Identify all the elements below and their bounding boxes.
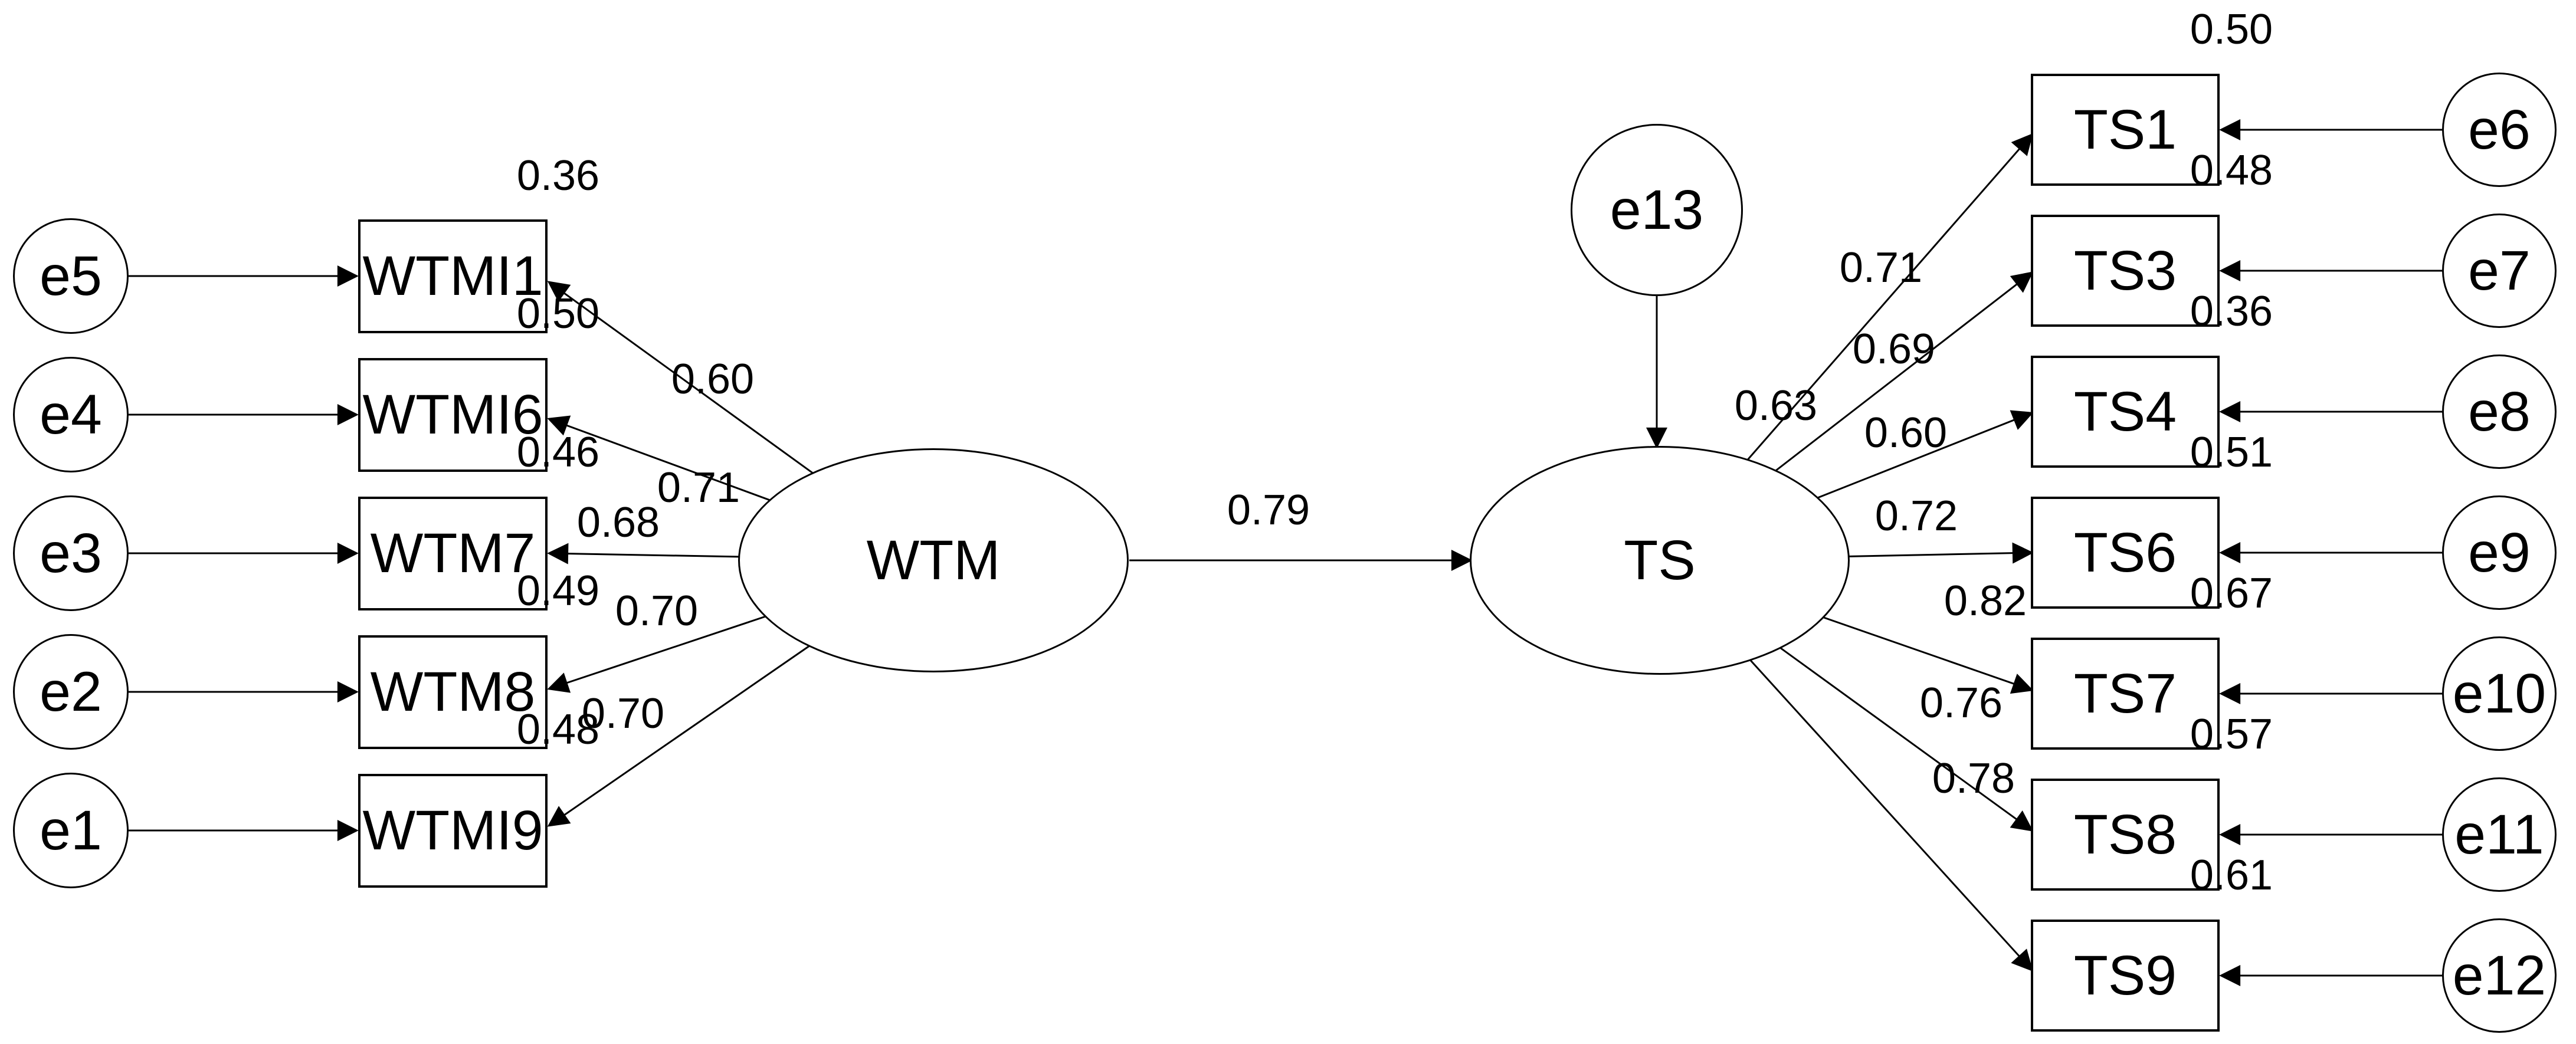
indicator-ts3-label: TS3 [2073, 239, 2177, 302]
indicator-wtm8-label: WTM8 [370, 661, 536, 723]
error-e3-label: e3 [40, 521, 102, 585]
structural-coefficient-label: 0.79 [1227, 487, 1310, 534]
error-e7-circle: e7 [2442, 214, 2557, 328]
error-e9-label: e9 [2468, 521, 2531, 584]
loading-label-wtm7: 0.68 [576, 499, 660, 546]
indicator-ts9-box: TS9 [2031, 920, 2220, 1032]
error-e10-circle: e10 [2442, 636, 2557, 751]
error-e8-circle: e8 [2442, 354, 2557, 469]
loading-label-ts7: 0.82 [1944, 577, 2027, 625]
indicator-ts4-label: TS4 [2073, 380, 2177, 443]
r2-label-ts9: 0.61 [2190, 852, 2273, 899]
error-e2-label: e2 [40, 660, 102, 723]
error-e2-circle: e2 [13, 634, 129, 750]
disturbance-e13-label: e13 [1610, 178, 1704, 241]
r2-label-wtmi6: 0.50 [516, 290, 600, 337]
r2-label-wtmi1: 0.36 [516, 152, 600, 199]
indicator-ts3-box: TS3 [2031, 215, 2220, 327]
error-e3-circle: e3 [13, 495, 129, 611]
indicator-ts6-label: TS6 [2073, 521, 2177, 584]
latent-ts-label: TS [1624, 528, 1696, 592]
error-e5-circle: e5 [13, 218, 129, 334]
error-e4-circle: e4 [13, 357, 129, 472]
indicator-wtm8-box: WTM8 [358, 635, 548, 749]
loading-label-ts1: 0.71 [1839, 244, 1923, 291]
indicator-ts4-box: TS4 [2031, 356, 2220, 468]
indicator-wtmi9-box: WTMI9 [358, 774, 548, 888]
loading-label-ts6: 0.72 [1874, 493, 1958, 540]
error-e12-label: e12 [2452, 944, 2546, 1007]
indicator-ts8-box: TS8 [2031, 779, 2220, 891]
indicator-ts9-label: TS9 [2073, 944, 2177, 1007]
latent-wtm-ellipse: WTM [738, 448, 1129, 672]
error-e11-label: e11 [2454, 803, 2544, 866]
error-e10-label: e10 [2452, 662, 2546, 725]
error-e8-label: e8 [2468, 380, 2531, 443]
error-e12-circle: e12 [2442, 918, 2557, 1033]
loading-label-wtmi1: 0.60 [671, 356, 755, 403]
r2-label-ts8: 0.57 [2190, 711, 2273, 758]
indicator-wtmi6-box: WTMI6 [358, 358, 548, 472]
indicator-ts8-label: TS8 [2073, 803, 2177, 866]
indicator-ts1-label: TS1 [2073, 98, 2177, 161]
r2-label-ts7: 0.67 [2190, 570, 2273, 617]
r2-label-wtm7: 0.46 [516, 429, 600, 476]
r2-label-wtmi9: 0.48 [516, 706, 600, 753]
r2-label-ts1: 0.50 [2190, 6, 2273, 53]
indicator-ts1-box: TS1 [2031, 74, 2220, 186]
indicator-wtm7-label: WTM7 [370, 522, 536, 585]
latent-wtm-label: WTM [866, 528, 1001, 592]
loading-label-ts9: 0.78 [1932, 755, 2015, 802]
loading-label-wtmi6: 0.71 [657, 464, 740, 511]
r2-label-ts4: 0.36 [2190, 288, 2273, 335]
indicator-ts6-box: TS6 [2031, 497, 2220, 609]
indicator-ts7-label: TS7 [2073, 662, 2177, 725]
loading-label-ts3: 0.69 [1852, 326, 1936, 373]
r2-label-wtm8: 0.49 [516, 567, 600, 615]
error-e4-label: e4 [40, 383, 102, 446]
loading-label-ts4: 0.60 [1864, 409, 1948, 457]
error-e6-circle: e6 [2442, 73, 2557, 187]
error-e9-circle: e9 [2442, 495, 2557, 610]
error-e6-label: e6 [2468, 98, 2531, 161]
indicator-wtmi6-label: WTMI6 [362, 383, 543, 446]
loading-label-wtm8: 0.70 [615, 587, 699, 635]
error-e5-label: e5 [40, 244, 102, 307]
indicator-wtm7-box: WTM7 [358, 497, 548, 610]
loading-label-ts8: 0.76 [1919, 679, 2003, 727]
r2-label-ts: 0.63 [1734, 382, 1818, 429]
error-e1-circle: e1 [13, 773, 129, 888]
indicator-ts7-box: TS7 [2031, 638, 2220, 750]
indicator-wtmi1-box: WTMI1 [358, 219, 548, 333]
r2-label-ts3: 0.48 [2190, 147, 2273, 194]
error-e1-label: e1 [40, 799, 102, 862]
indicator-wtmi1-label: WTMI1 [362, 245, 543, 307]
error-e11-circle: e11 [2442, 777, 2557, 892]
loading-label-wtmi9: 0.70 [581, 690, 665, 737]
latent-ts-ellipse: TS [1470, 446, 1850, 675]
r2-label-ts6: 0.51 [2190, 429, 2273, 476]
disturbance-e13-circle: e13 [1571, 124, 1743, 296]
error-e7-label: e7 [2468, 239, 2531, 302]
indicator-wtmi9-label: WTMI9 [362, 799, 543, 862]
